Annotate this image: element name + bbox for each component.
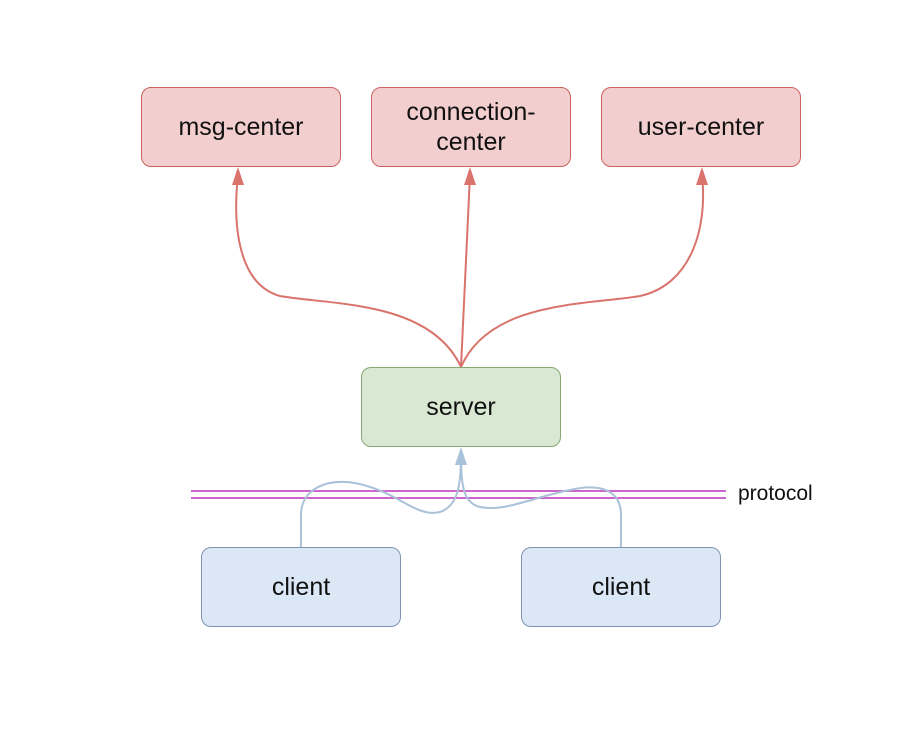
node-user-center[interactable]: user-center xyxy=(601,87,801,167)
edge-client-left-to-server xyxy=(300,454,462,547)
node-msg-center-label: msg-center xyxy=(178,113,304,141)
node-connection-center[interactable]: connection- center xyxy=(371,87,571,167)
arrowhead-server xyxy=(455,447,467,465)
edge-client-right-to-server xyxy=(460,454,622,547)
arrowhead-connection-center xyxy=(464,167,476,185)
protocol-label: protocol xyxy=(738,482,813,505)
node-connection-center-label: connection- center xyxy=(406,98,536,156)
arrowhead-msg-center xyxy=(232,167,244,185)
arrowhead-user-center xyxy=(696,167,708,185)
node-user-center-label: user-center xyxy=(637,113,765,141)
node-server[interactable]: server xyxy=(361,367,561,447)
edge-server-to-msg-center xyxy=(235,174,462,368)
node-msg-center[interactable]: msg-center xyxy=(141,87,341,167)
node-client-left[interactable]: client xyxy=(201,547,401,627)
node-client-right-label: client xyxy=(591,573,651,601)
node-client-right[interactable]: client xyxy=(521,547,721,627)
edge-server-to-connection-center xyxy=(460,174,471,368)
node-server-label: server xyxy=(426,393,496,421)
edge-server-to-user-center xyxy=(460,174,705,368)
node-client-left-label: client xyxy=(271,573,331,601)
